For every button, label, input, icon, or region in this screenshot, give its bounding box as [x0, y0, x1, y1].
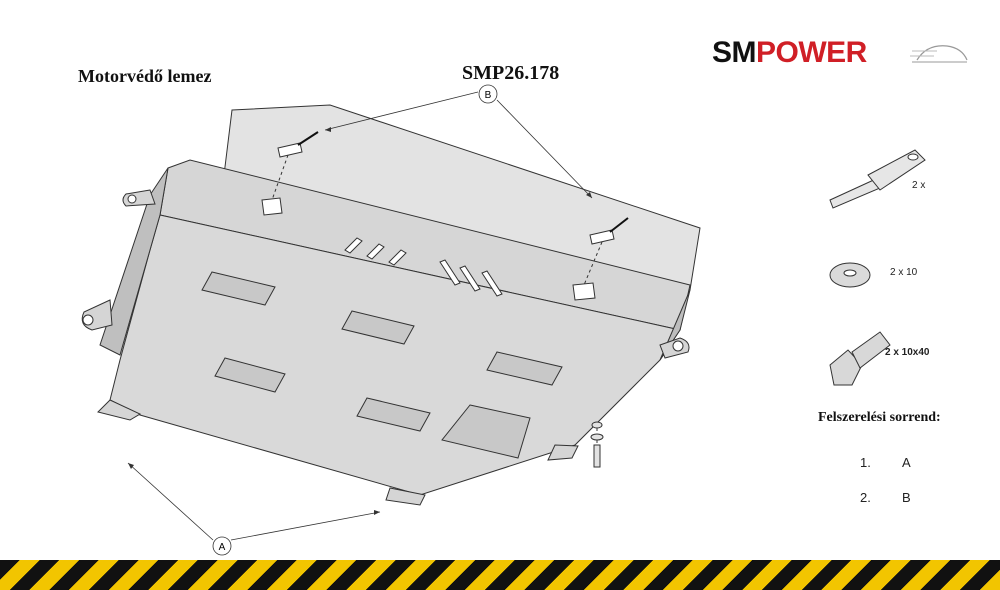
front-bolt-icon	[590, 421, 604, 468]
bracket-icon	[829, 149, 926, 209]
mounting-ears	[81, 189, 690, 506]
smpower-logo: SMPOWER	[712, 36, 972, 76]
assembly-order-title: Felszerelési sorrend:	[818, 410, 941, 425]
install-guides	[271, 154, 603, 455]
hazard-stripe-footer	[0, 560, 1000, 590]
order-row-1-num: 1.	[860, 455, 871, 470]
callout-b: B	[324, 84, 593, 199]
bolt-quantity: 2 x 10x40	[885, 347, 930, 358]
logo-sm-text: SM	[712, 36, 757, 69]
logo-power-text: POWER	[756, 36, 867, 69]
rear-clips	[261, 142, 615, 301]
logo-car-icon	[910, 45, 968, 63]
order-row-2-num: 2.	[860, 490, 871, 505]
stamped-recesses	[201, 271, 563, 459]
rear-bolts	[297, 131, 629, 233]
order-row-2-val: B	[902, 490, 911, 505]
bracket-quantity: 2 x	[912, 180, 926, 191]
order-row-1-val: A	[902, 455, 911, 470]
washer-quantity: 2 x 10	[890, 267, 918, 278]
callout-a: A	[127, 462, 381, 556]
bolt-icon	[829, 331, 891, 386]
washer-icon	[829, 262, 871, 288]
product-code: SMP26.178	[462, 62, 560, 84]
page-title: Motorvédő lemez	[78, 66, 212, 86]
callout-b-letter: B	[485, 90, 492, 101]
skid-plate-rear-flange	[223, 104, 701, 291]
skid-plate-diagram: A B	[81, 84, 926, 556]
callout-a-letter: A	[219, 542, 226, 553]
vent-slots	[344, 237, 503, 297]
